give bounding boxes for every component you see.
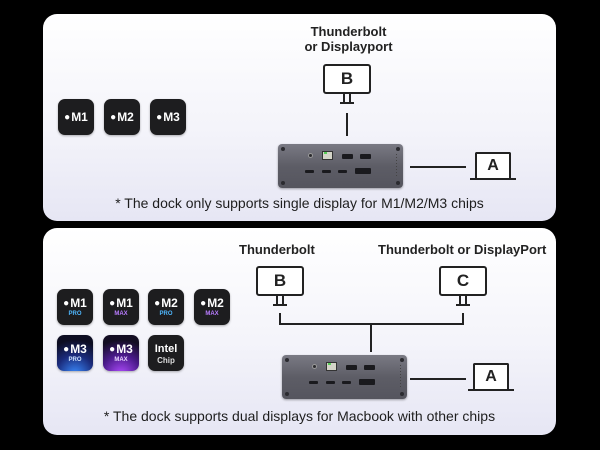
audio-jack-port xyxy=(312,364,317,369)
monitor-c-letter: C xyxy=(456,271,470,290)
monitor-b-icon: B xyxy=(256,266,304,296)
apple-icon: ● xyxy=(156,111,163,123)
apple-icon: ● xyxy=(200,297,207,309)
chip-badge-intel: Intel Chip xyxy=(148,335,184,371)
usb-a-port xyxy=(364,365,375,370)
displayport-port xyxy=(359,379,375,385)
single-display-panel: Thunderbolt or Displayport B A ●M1 ●M2 ●… xyxy=(43,14,556,221)
chip-name: M3 xyxy=(116,341,133,356)
monitor-base-icon xyxy=(456,304,470,306)
chip-variant: PRO xyxy=(68,310,82,317)
usb-a-port xyxy=(342,154,353,159)
chip-name: M3 xyxy=(163,109,180,124)
chip-badge-m3-max: ●M3 MAX xyxy=(103,335,139,371)
connector-line-b xyxy=(346,113,348,136)
screw-icon xyxy=(396,181,400,185)
chip-name: M1 xyxy=(71,109,88,124)
chip-name: M1 xyxy=(116,295,133,310)
audio-jack-port xyxy=(308,153,313,158)
screw-icon xyxy=(400,392,404,396)
usb-c-port xyxy=(326,381,335,384)
apple-icon: ● xyxy=(109,297,116,309)
screw-icon xyxy=(396,147,400,151)
display-c-label: Thunderbolt or DisplayPort xyxy=(378,242,547,257)
chip-badge-m2-max: ●M2 MAX xyxy=(194,289,230,325)
apple-icon: ● xyxy=(110,111,117,123)
chip-badge-m1-max: ●M1 MAX xyxy=(103,289,139,325)
monitor-stand-icon xyxy=(459,296,467,304)
vent-icon xyxy=(400,365,401,389)
screw-icon xyxy=(281,181,285,185)
connector-line-dock xyxy=(370,323,372,352)
monitor-c-icon: C xyxy=(439,266,487,296)
chip-variant: PRO xyxy=(159,310,173,317)
monitor-base-icon xyxy=(340,102,354,104)
chip-name: M2 xyxy=(161,295,178,310)
usb-a-port xyxy=(346,365,357,370)
chip-variant: MAX xyxy=(114,356,128,363)
chip-badge-m3: ●M3 xyxy=(150,99,186,135)
laptop-a-letter: A xyxy=(487,157,499,174)
display-b-label-line2: or Displayport xyxy=(304,39,393,54)
connector-line-a xyxy=(410,166,466,168)
dual-display-panel: Thunderbolt Thunderbolt or DisplayPort B… xyxy=(43,228,556,435)
chip-variant: MAX xyxy=(114,310,128,317)
laptop-a-icon: A xyxy=(475,152,511,178)
apple-icon: ● xyxy=(64,111,71,123)
laptop-base-icon xyxy=(470,178,516,180)
laptop-a-letter: A xyxy=(485,368,497,385)
chip-badge-m2-pro: ●M2 PRO xyxy=(148,289,184,325)
vent-icon xyxy=(396,154,397,178)
usb-c-port xyxy=(338,170,347,173)
screw-icon xyxy=(400,358,404,362)
display-b-label: Thunderbolt xyxy=(239,242,315,257)
chip-badge-m1: ●M1 xyxy=(58,99,94,135)
chip-variant: MAX xyxy=(205,310,219,317)
ethernet-port xyxy=(326,362,337,371)
chip-variant: Chip xyxy=(157,355,175,365)
usb-c-port xyxy=(342,381,351,384)
chip-name: M2 xyxy=(117,109,134,124)
laptop-base-icon xyxy=(468,389,514,391)
monitor-b-letter: B xyxy=(273,271,287,290)
connector-line-b-down xyxy=(279,313,281,325)
monitor-b-letter: B xyxy=(340,69,354,88)
monitor-stand-icon xyxy=(276,296,284,304)
chip-name: M2 xyxy=(207,295,224,310)
screw-icon xyxy=(285,392,289,396)
connector-line-a xyxy=(410,378,466,380)
apple-icon: ● xyxy=(154,297,161,309)
monitor-base-icon xyxy=(273,304,287,306)
docking-station xyxy=(278,144,403,188)
ethernet-port xyxy=(322,151,333,160)
apple-icon: ● xyxy=(109,343,116,355)
docking-station xyxy=(282,355,407,399)
usb-a-port xyxy=(360,154,371,159)
usb-c-port xyxy=(322,170,331,173)
chip-variant: PRO xyxy=(68,356,82,363)
dual-display-note: * The dock supports dual displays for Ma… xyxy=(103,408,496,424)
chip-name: M3 xyxy=(70,341,87,356)
usb-c-port xyxy=(305,170,314,173)
connector-line-c-down xyxy=(462,313,464,325)
display-b-label-line1: Thunderbolt xyxy=(310,24,387,39)
chip-badge-m1-pro: ●M1 PRO xyxy=(57,289,93,325)
chip-badge-m2: ●M2 xyxy=(104,99,140,135)
chip-name: Intel xyxy=(154,342,178,355)
chip-badge-m3-pro: ●M3 PRO xyxy=(57,335,93,371)
screw-icon xyxy=(285,358,289,362)
display-b-label: Thunderbolt or Displayport xyxy=(301,24,396,54)
screw-icon xyxy=(281,147,285,151)
single-display-note: * The dock only supports single display … xyxy=(115,195,484,211)
monitor-b-icon: B xyxy=(323,64,371,94)
usb-c-port xyxy=(309,381,318,384)
chip-name: M1 xyxy=(70,295,87,310)
monitor-stand-icon xyxy=(343,94,351,102)
apple-icon: ● xyxy=(63,297,70,309)
displayport-port xyxy=(355,168,371,174)
apple-icon: ● xyxy=(63,343,70,355)
laptop-a-icon: A xyxy=(473,363,509,389)
